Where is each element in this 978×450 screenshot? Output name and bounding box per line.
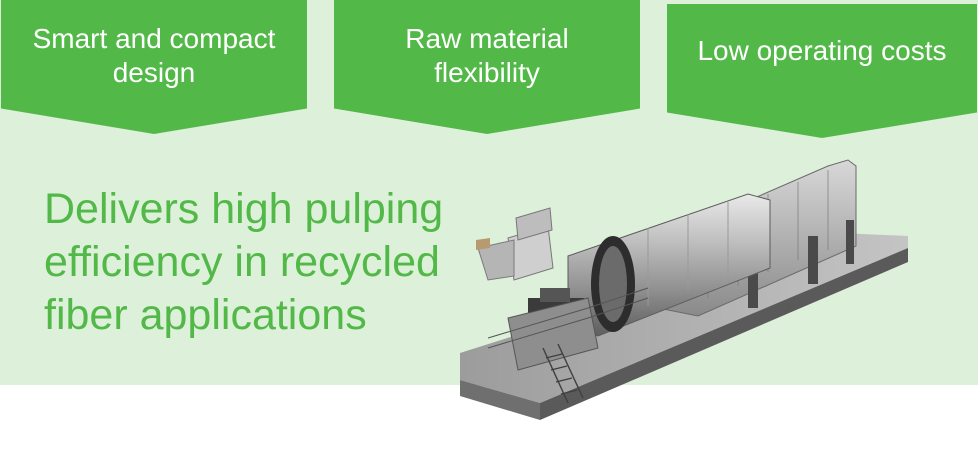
- feature-banner-design: Smart and compact design: [1, 0, 307, 134]
- base-slab-top: [460, 233, 908, 403]
- access-stairs: [542, 343, 584, 404]
- feature-banner-costs: Low operating costs: [667, 4, 977, 138]
- feature-banner-flexibility: Raw material flexibility: [334, 0, 640, 134]
- base-slab-side: [540, 248, 908, 420]
- feature-label: Smart and compact design: [32, 23, 276, 88]
- pulping-machine-image: [460, 159, 908, 420]
- headline: Delivers high pulping efficiency in recy…: [44, 185, 444, 339]
- feature-label: Low operating costs: [697, 35, 947, 66]
- base-slab-front: [460, 380, 540, 420]
- feature-label: Raw material flexibility: [405, 23, 569, 88]
